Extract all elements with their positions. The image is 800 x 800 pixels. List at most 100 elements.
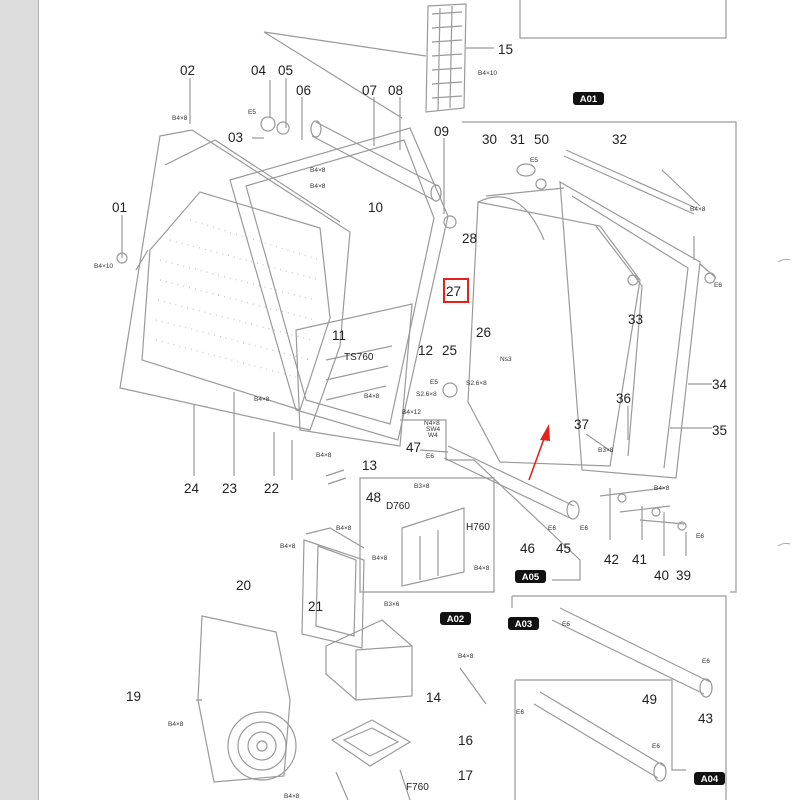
code-e6-a: E6 <box>714 282 722 289</box>
code-e6-b: E6 <box>426 453 434 460</box>
callout-03: 03 <box>228 130 243 145</box>
callout-30: 30 <box>482 132 497 147</box>
code-w4: W4 <box>428 432 438 439</box>
code-b4x8-o: B4×8 <box>654 485 670 492</box>
callout-11: 11 <box>332 328 346 343</box>
code-s26x8-b: S2.6×8 <box>416 391 437 398</box>
callout-42: 42 <box>604 552 619 567</box>
callout-46: 46 <box>520 541 535 556</box>
callout-13: 13 <box>362 458 377 473</box>
code-e6-d: E6 <box>580 525 588 532</box>
code-b4x8-e: B4×8 <box>364 393 380 400</box>
callout-32: 32 <box>612 132 627 147</box>
code-b3x6: B3×6 <box>384 601 400 608</box>
callout-27: 27 <box>446 284 461 299</box>
callout-48: 48 <box>366 490 381 505</box>
code-b4x10-a: B4×10 <box>478 70 497 77</box>
callout-26: 26 <box>476 325 491 340</box>
callout-36: 36 <box>616 391 631 406</box>
badge-a03: A03 <box>508 617 539 630</box>
code-b4x10-b: B4×10 <box>94 263 113 270</box>
callout-19: 19 <box>126 689 141 704</box>
callout-31: 31 <box>510 132 525 147</box>
callout-40: 40 <box>654 568 669 583</box>
badge-a05: A05 <box>515 570 546 583</box>
svg-text:A02: A02 <box>447 614 464 625</box>
code-b4x8-i: B4×8 <box>372 555 388 562</box>
highlight-arrow <box>528 424 550 481</box>
callout-24: 24 <box>184 481 200 496</box>
code-e6-f: E6 <box>562 621 570 628</box>
svg-text:A04: A04 <box>701 774 719 785</box>
code-e6-i: E6 <box>652 743 660 750</box>
left-gutter <box>0 0 39 800</box>
code-e5-a: E5 <box>248 109 256 116</box>
callout-33: 33 <box>628 312 643 327</box>
callout-02: 02 <box>180 63 195 78</box>
code-b4x8-k: B4×8 <box>458 653 474 660</box>
label-ts760: TS760 <box>344 352 374 363</box>
sub-assembly-badges: A01 A02 A03 A04 A05 <box>440 92 725 785</box>
svg-text:A05: A05 <box>522 572 540 583</box>
code-b4x8-b: B4×8 <box>310 167 326 174</box>
svg-text:A01: A01 <box>580 94 598 105</box>
code-b3x8-b: B3×8 <box>598 447 614 454</box>
code-e6-e: E6 <box>696 533 704 540</box>
edge-marks <box>777 258 791 547</box>
callout-39: 39 <box>676 568 691 583</box>
callout-21: 21 <box>308 599 323 614</box>
callout-47: 47 <box>406 440 421 455</box>
callout-34: 34 <box>712 377 728 392</box>
code-e6-g: E6 <box>702 658 710 665</box>
code-b4x8-d: B4×8 <box>254 396 270 403</box>
callout-23: 23 <box>222 481 237 496</box>
badge-a02: A02 <box>440 612 471 625</box>
label-f760: F760 <box>406 782 429 793</box>
code-e5-c: E5 <box>430 379 438 386</box>
callout-49: 49 <box>642 692 657 707</box>
part-outlines <box>116 0 737 800</box>
code-b4x8-f: B4×8 <box>316 452 332 459</box>
callout-15: 15 <box>498 42 513 57</box>
exploded-parts-diagram: 01 02 03 04 05 06 07 08 09 10 11 12 13 1… <box>94 0 791 800</box>
callout-20: 20 <box>236 578 251 593</box>
svg-text:A03: A03 <box>515 619 532 630</box>
code-b3x8-a: B3×8 <box>414 483 430 490</box>
diagram-page: 01 02 03 04 05 06 07 08 09 10 11 12 13 1… <box>39 0 800 800</box>
highlight-box <box>443 278 469 303</box>
callout-09: 09 <box>434 124 449 139</box>
callout-35: 35 <box>712 423 727 438</box>
code-b4x8-h: B4×8 <box>280 543 296 550</box>
hardware-codes: B4×10 B4×10 B4×8 B4×8 B4×8 B4×8 B4×8 B4×… <box>94 70 722 800</box>
code-e6-c: E6 <box>548 525 556 532</box>
callout-14: 14 <box>426 690 442 705</box>
model-labels: TS760 D760 H760 F760 <box>344 352 490 793</box>
callout-22: 22 <box>264 481 279 496</box>
callout-43: 43 <box>698 711 713 726</box>
callout-01: 01 <box>112 200 127 215</box>
callout-50: 50 <box>534 132 549 147</box>
code-b4x8-m: B4×8 <box>284 793 300 800</box>
code-ns3: Ns3 <box>500 356 512 363</box>
code-b4x8-j: B4×8 <box>474 565 490 572</box>
badge-a04: A04 <box>694 772 725 785</box>
code-e5-b: E5 <box>530 157 538 164</box>
callout-17: 17 <box>458 768 473 783</box>
code-b4x8-c: B4×8 <box>310 183 326 190</box>
callout-05: 05 <box>278 63 293 78</box>
callout-16: 16 <box>458 733 473 748</box>
callout-28: 28 <box>462 231 477 246</box>
label-d760: D760 <box>386 501 410 512</box>
code-b4x8-g: B4×8 <box>336 525 352 532</box>
badge-a01: A01 <box>573 92 604 105</box>
callout-08: 08 <box>388 83 403 98</box>
callout-10: 10 <box>368 200 383 215</box>
code-n4x8: N4×8 <box>424 420 440 427</box>
code-b4x8-n: B4×8 <box>690 206 706 213</box>
callout-06: 06 <box>296 83 311 98</box>
label-h760: H760 <box>466 522 490 533</box>
code-s26x8-a: S2.6×8 <box>466 380 487 387</box>
callout-12: 12 <box>418 343 433 358</box>
code-b4x8-a: B4×8 <box>172 115 188 122</box>
callout-45: 45 <box>556 541 571 556</box>
